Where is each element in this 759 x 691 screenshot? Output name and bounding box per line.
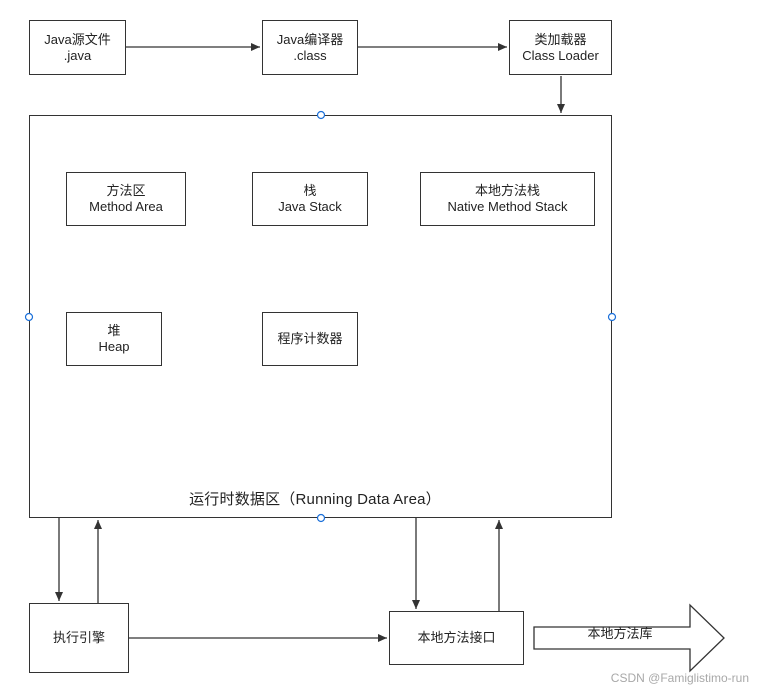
program-counter-node: 程序计数器 — [262, 312, 358, 366]
execution-engine-label: 执行引擎 — [52, 630, 105, 645]
watermark: CSDN @Famiglistimo-run — [610, 671, 749, 685]
execution-engine-node: 执行引擎 — [29, 603, 129, 673]
runtime-data-area-title: 运行时数据区（Running Data Area） — [189, 491, 441, 508]
heap-label-en: Heap — [98, 339, 130, 354]
java-compiler-ext: .class — [293, 47, 327, 63]
native-method-stack-node: 本地方法栈 Native Method Stack — [420, 172, 595, 226]
class-loader-label-en: Class Loader — [522, 47, 599, 63]
native-method-stack-label-en: Native Method Stack — [447, 199, 568, 214]
method-area-node: 方法区 Method Area — [66, 172, 186, 226]
java-source-ext: .java — [63, 47, 92, 63]
heap-node: 堆 Heap — [66, 312, 162, 366]
selection-handle-left — [24, 312, 34, 322]
java-compiler-label: Java编译器 — [276, 31, 344, 47]
native-interface-node: 本地方法接口 — [389, 611, 524, 665]
java-source-node: Java源文件 .java — [29, 20, 126, 75]
selection-handle-right — [607, 312, 617, 322]
method-area-label-en: Method Area — [89, 199, 163, 214]
java-stack-label-cn: 栈 — [303, 183, 317, 198]
selection-handle-top — [316, 110, 326, 120]
native-library-label: 本地方法库 — [587, 626, 653, 641]
java-stack-node: 栈 Java Stack — [252, 172, 368, 226]
native-interface-label: 本地方法接口 — [417, 630, 496, 645]
java-source-label: Java源文件 — [44, 31, 111, 47]
native-library-arrow-shape — [533, 603, 725, 673]
method-area-label-cn: 方法区 — [106, 183, 146, 198]
class-loader-node: 类加载器 Class Loader — [509, 20, 612, 75]
java-stack-label-en: Java Stack — [278, 199, 342, 214]
class-loader-label-cn: 类加载器 — [534, 31, 587, 47]
program-counter-label: 程序计数器 — [277, 331, 343, 346]
native-method-stack-label-cn: 本地方法栈 — [474, 183, 540, 198]
heap-label-cn: 堆 — [107, 323, 121, 338]
selection-handle-bottom — [316, 513, 326, 523]
java-compiler-node: Java编译器 .class — [262, 20, 358, 75]
